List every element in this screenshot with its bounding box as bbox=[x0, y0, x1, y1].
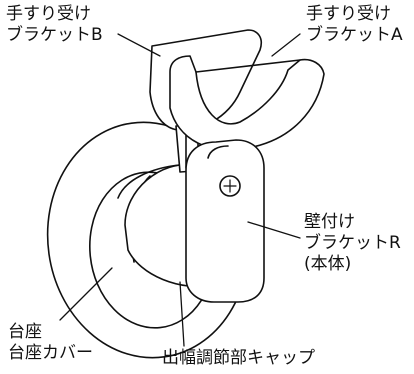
wall-bracket-r-body bbox=[185, 139, 265, 303]
label-bracket-r-line2: ブラケットR bbox=[304, 233, 401, 253]
label-bracket-r-line3: (本体) bbox=[304, 254, 352, 274]
label-bracket-a-line2: ブラケットA bbox=[306, 25, 403, 45]
label-bracket-r-line1: 壁付け bbox=[304, 212, 355, 232]
label-bracket-a: 手すり受け ブラケットA bbox=[306, 4, 403, 46]
leader-line-base bbox=[59, 267, 113, 321]
label-bracket-b: 手すり受け ブラケットB bbox=[6, 4, 103, 46]
leader-line-bracket-r bbox=[247, 221, 301, 239]
leader-line-bracket-b bbox=[117, 33, 161, 57]
label-bracket-r: 壁付け ブラケットR (本体) bbox=[304, 212, 401, 275]
leader-lines bbox=[59, 33, 301, 347]
leader-line-cap bbox=[179, 281, 185, 347]
label-cap-line1: 出幅調節部キャップ bbox=[162, 348, 315, 368]
label-bracket-b-line2: ブラケットB bbox=[6, 25, 103, 45]
leader-line-bracket-a bbox=[271, 33, 301, 57]
label-base-line1: 台座 bbox=[8, 322, 42, 342]
label-bracket-b-line1: 手すり受け bbox=[6, 4, 91, 24]
label-base-line2: 台座カバー bbox=[8, 343, 93, 363]
label-bracket-a-line1: 手すり受け bbox=[306, 4, 391, 24]
label-cap: 出幅調節部キャップ bbox=[162, 348, 315, 369]
label-base: 台座 台座カバー bbox=[8, 322, 93, 364]
